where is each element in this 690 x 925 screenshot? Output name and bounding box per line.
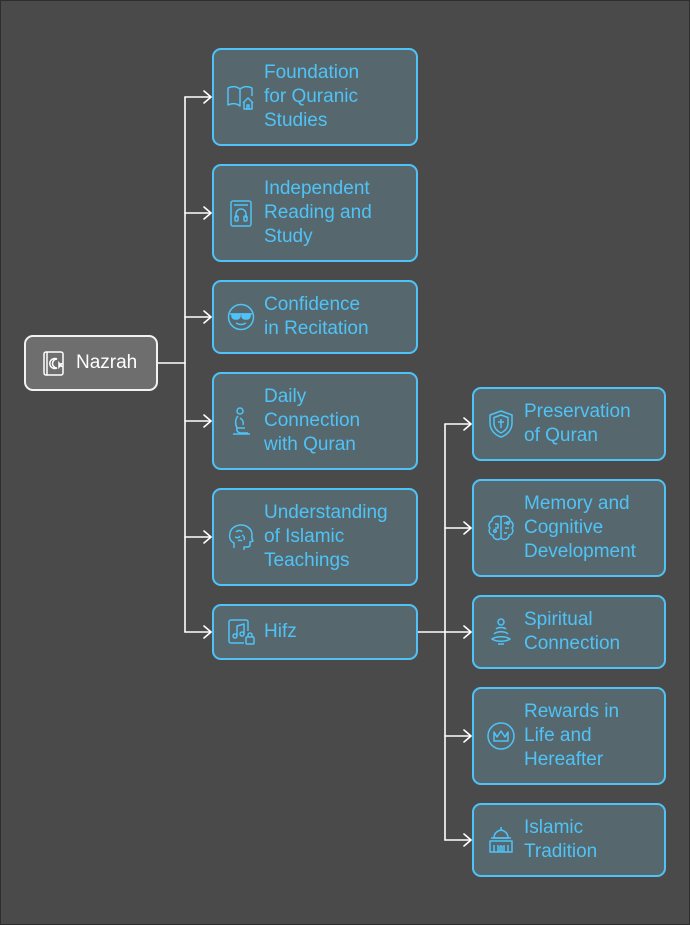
music-lock-icon [226, 617, 256, 647]
node-label: Independent Reading and Study [264, 178, 372, 247]
book-house-icon [226, 82, 256, 112]
node-label: Confidence in Recitation [264, 294, 369, 339]
node-label: Foundation for Quranic Studies [264, 62, 360, 131]
quran-book-icon [38, 348, 68, 378]
node-hifz[interactable]: Hifz [212, 604, 418, 660]
book-headphones-icon [226, 198, 256, 228]
node-rewards[interactable]: Rewards in Life and Hereafter [472, 687, 666, 785]
meditation-icon [486, 617, 516, 647]
node-understanding[interactable]: Understanding of Islamic Teachings [212, 488, 418, 586]
node-label: Rewards in Life and Hereafter [524, 701, 620, 770]
node-independent-reading[interactable]: Independent Reading and Study [212, 164, 418, 262]
root-node-label: Nazrah [76, 352, 138, 373]
mosque-icon [486, 825, 516, 855]
node-label: Understanding of Islamic Teachings [264, 502, 388, 571]
shield-icon [486, 409, 516, 439]
brain-head-icon [226, 522, 256, 552]
node-spiritual-connection[interactable]: Spiritual Connection [472, 595, 666, 669]
node-preservation[interactable]: Preservation of Quran [472, 387, 666, 461]
crown-icon [486, 721, 516, 751]
kneeling-prayer-icon [226, 406, 256, 436]
node-foundation[interactable]: Foundation for Quranic Studies [212, 48, 418, 146]
node-label: Hifz [264, 621, 297, 642]
node-label: Daily Connection with Quran [264, 386, 361, 455]
node-label: Memory and Cognitive Development [524, 493, 636, 562]
node-label: Spiritual Connection [524, 609, 621, 654]
node-label: Preservation of Quran [524, 401, 631, 446]
root-node-nazrah[interactable]: Nazrah [24, 335, 158, 391]
sunglasses-face-icon [226, 302, 256, 332]
node-memory[interactable]: Memory and Cognitive Development [472, 479, 666, 577]
node-daily-connection[interactable]: Daily Connection with Quran [212, 372, 418, 470]
node-islamic-tradition[interactable]: Islamic Tradition [472, 803, 666, 877]
brain-circuit-icon [486, 513, 516, 543]
node-label: Islamic Tradition [524, 817, 598, 862]
node-confidence[interactable]: Confidence in Recitation [212, 280, 418, 354]
